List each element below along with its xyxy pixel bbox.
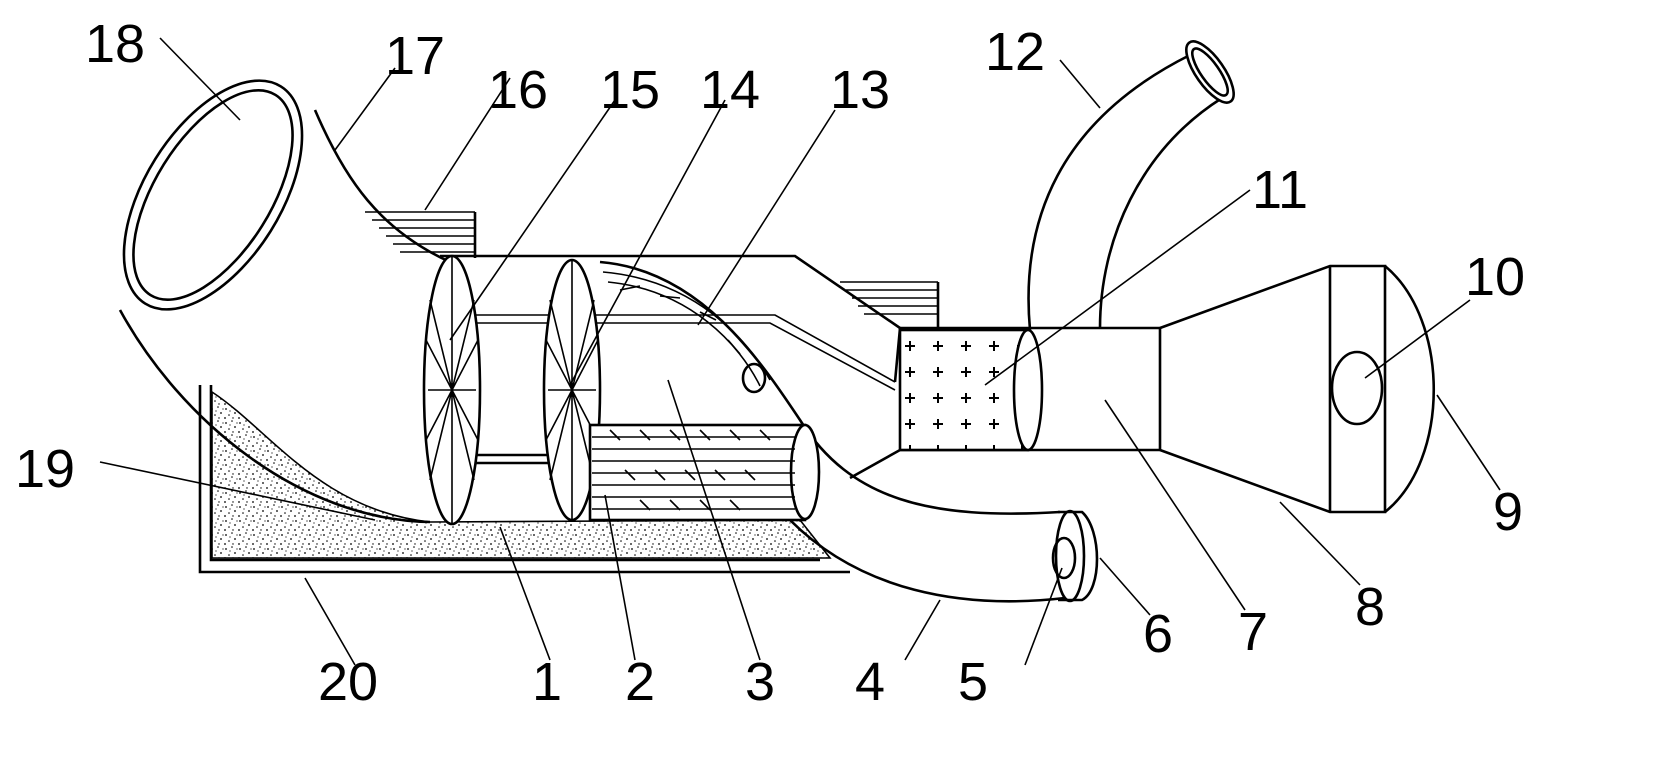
label-19: 19 [15,439,75,499]
leader-3 [667,379,761,661]
connector-13 [619,285,767,394]
leader-4 [904,599,941,661]
leader-18 [159,37,241,121]
label-17: 17 [385,26,445,86]
label-7: 7 [1238,602,1268,662]
leader-13 [697,109,836,326]
leader-10 [1364,299,1471,379]
top-fins [365,211,477,258]
fan-14 [542,258,602,522]
label-20: 20 [318,652,378,712]
leader-2 [604,494,636,661]
label-5: 5 [958,652,988,712]
leader-14 [569,99,726,386]
mid-fins [840,281,940,330]
label-10: 10 [1465,247,1525,307]
label-1: 1 [532,652,562,712]
label-3: 3 [745,652,775,712]
leader-8 [1279,501,1361,586]
chamber-7 [849,326,1162,480]
leader-7 [1104,399,1246,611]
label-2: 2 [625,652,655,712]
leader-9 [1436,394,1501,491]
leader-6 [1099,557,1151,616]
label-14: 14 [700,60,760,120]
leader-12 [1059,59,1101,109]
leader-lines [99,37,1501,666]
leader-15 [449,99,616,341]
leader-11 [984,189,1251,386]
leader-16 [424,77,511,211]
leader-1 [499,526,551,661]
label-6: 6 [1143,604,1173,664]
leader-19 [99,461,376,521]
leader-17 [334,67,396,151]
inlet-funnel [118,79,451,524]
label-12: 12 [985,22,1045,82]
label-9: 9 [1493,482,1523,542]
upper-pipe-12 [1027,40,1235,331]
label-18: 18 [85,14,145,74]
sand-layer [211,390,832,559]
outlet-pipe-4 [599,260,1099,603]
label-4: 4 [855,652,885,712]
filter-cartridge-2 [588,423,821,522]
label-15: 15 [600,60,660,120]
label-11: 11 [1252,160,1308,220]
label-13: 13 [830,60,890,120]
fan-15 [422,254,482,526]
label-8: 8 [1355,577,1385,637]
label-16: 16 [488,60,548,120]
leader-20 [304,577,356,666]
leader-5 [1024,567,1063,666]
reference-labels: 1 2 3 4 5 6 7 8 9 10 11 12 13 14 15 16 1… [15,14,1525,712]
outlet-cone [1159,264,1436,514]
